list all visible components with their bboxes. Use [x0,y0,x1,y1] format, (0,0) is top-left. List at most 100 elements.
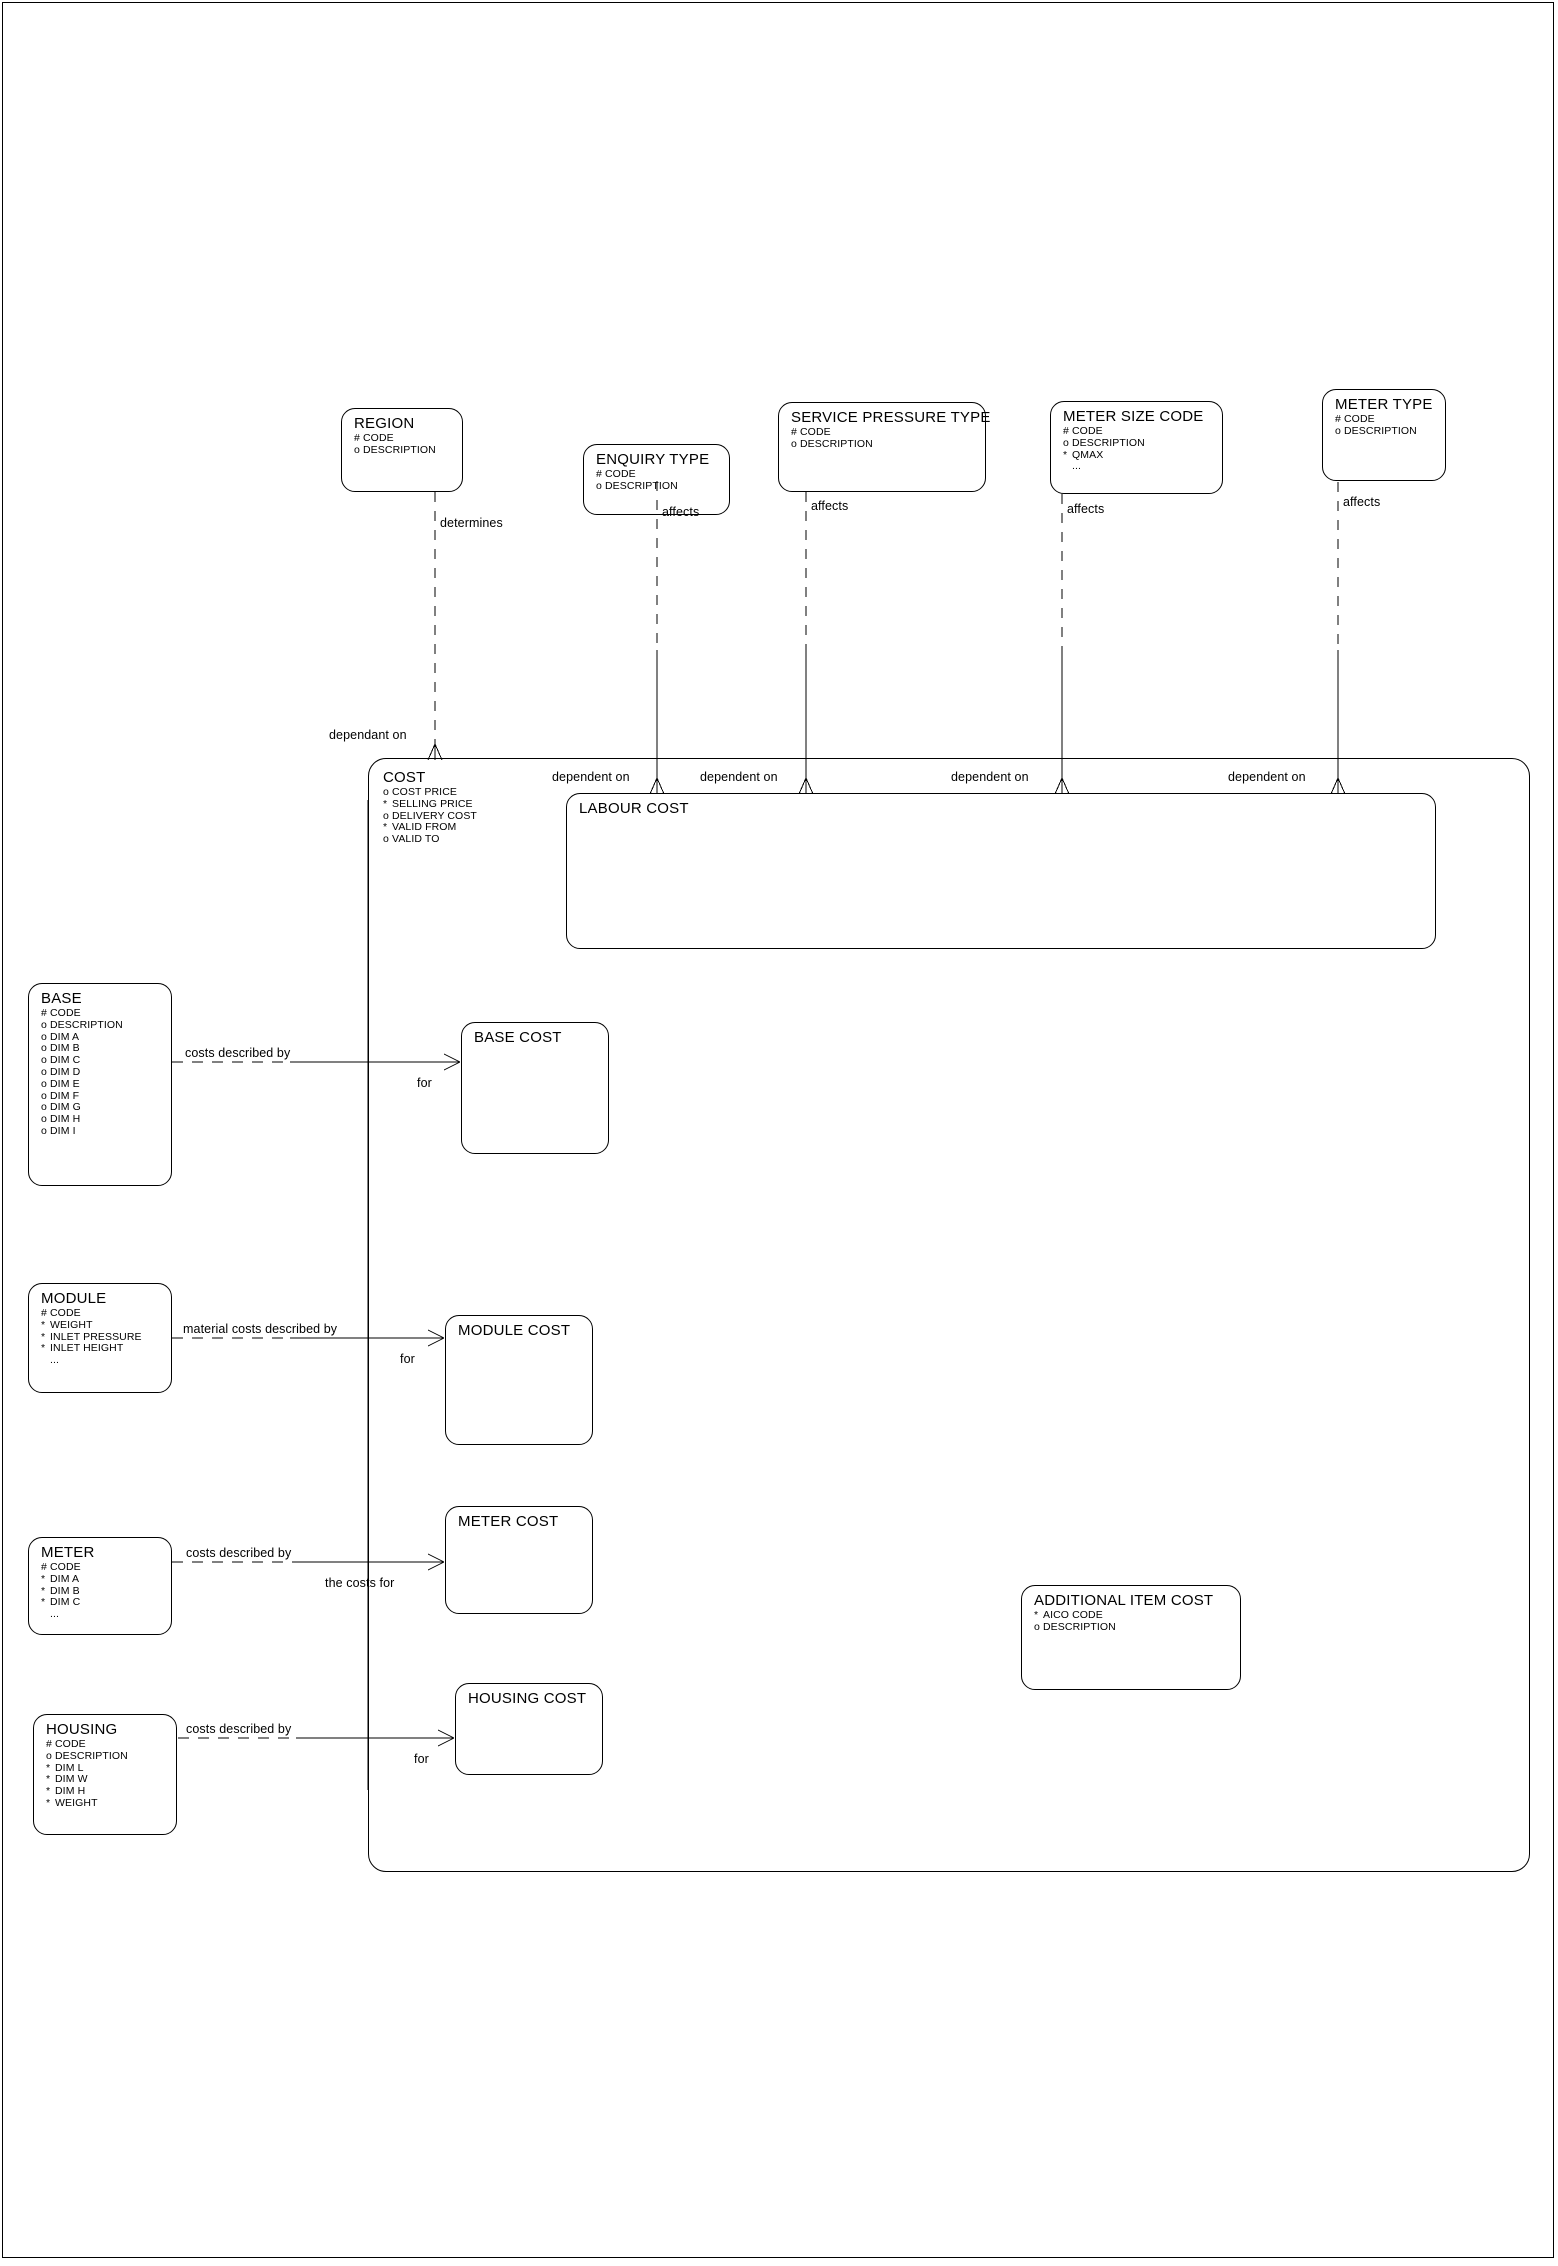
attribute-marker: * [41,1572,46,1585]
entity-module[interactable]: MODULE #CODE *WEIGHT *INLET PRESSURE *IN… [28,1283,172,1393]
crowsfoot-enquiry-labourcost [649,777,665,795]
entity-name: MODULE COST [458,1322,571,1339]
attribute-row: *DIM C [41,1596,161,1609]
attribute-text: DESCRIPTION [50,1018,123,1031]
entity-name: LABOUR COST [579,800,689,817]
attribute-row: *AICO CODE [1034,1609,1230,1622]
attribute-row: ... [41,1608,161,1621]
attribute-text: DELIVERY COST [392,809,477,822]
relationship-label-dependent-on-2: dependent on [700,770,778,784]
attribute-marker: # [41,1307,47,1319]
attribute-marker: o [41,1042,47,1055]
attribute-marker: o [1335,424,1341,437]
attribute-marker: o [41,1124,47,1137]
attribute-text: INLET HEIGHT [50,1342,124,1355]
crowsfoot-meter-type-labourcost [1330,777,1346,795]
entity-name: BASE COST [474,1029,562,1046]
attribute-marker: # [791,426,797,438]
attribute-marker: o [383,833,389,846]
attribute-marker: # [41,1561,47,1573]
attribute-marker: o [383,809,389,822]
attribute-marker: o [354,443,360,456]
entity-housing-cost[interactable]: HOUSING COST [455,1683,603,1775]
attribute-text: DIM C [50,1596,81,1609]
relationship-label-housing-costs-described-by: costs described by [186,1722,292,1736]
attribute-marker: * [41,1584,46,1597]
entity-module-cost[interactable]: MODULE COST [445,1315,593,1445]
attribute-row: #CODE [46,1738,166,1751]
attribute-marker: # [1063,425,1069,437]
relationship-label-base-for: for [417,1076,432,1090]
relationship-label-module-material-costs-described-by: material costs described by [183,1322,338,1336]
attribute-row: *INLET PRESSURE [41,1331,161,1344]
attribute-text: COST PRICE [392,786,457,798]
relationship-label-dependent-on-3: dependent on [951,770,1029,784]
attribute-marker: o [41,1054,47,1067]
attribute-text: DIM H [50,1113,81,1126]
attribute-text: ... [50,1608,60,1621]
attribute-row: *QMAX [1063,449,1212,462]
attribute-marker: o [46,1749,52,1762]
entity-meter[interactable]: METER #CODE *DIM A *DIM B *DIM C ... [28,1537,172,1635]
attribute-row: * DIM L [46,1761,166,1775]
attribute-marker: * [46,1773,51,1786]
entity-name: BASE [41,990,82,1007]
entity-meter-cost[interactable]: METER COST [445,1506,593,1614]
attribute-marker: o [791,437,797,450]
attribute-marker: o [41,1101,47,1114]
attribute-text: ... [1072,460,1082,473]
relationship-label-dependent-on-4: dependent on [1228,770,1306,784]
attribute-text: DIM L [55,1761,84,1774]
relationship-label-affects-meter-size: affects [1067,502,1105,516]
attribute-text: VALID TO [392,833,440,846]
attribute-text: DIM W [55,1773,88,1786]
relationship-label-affects-enquiry: affects [662,505,700,519]
crowsfoot-module-modulecost [427,1329,445,1347]
crowsfoot-housing-housingcost [437,1729,455,1747]
entity-labour-cost[interactable]: LABOUR COST [566,793,1436,949]
attribute-text: DIM H [55,1785,86,1798]
entity-name: METER [41,1544,95,1561]
attribute-text: DESCRIPTION [800,437,873,450]
attribute-text: SELLING PRICE [392,797,473,810]
entity-name: COST [383,769,426,786]
entity-base-cost[interactable]: BASE COST [461,1022,609,1154]
attribute-text: DESCRIPTION [1043,1620,1116,1633]
attribute-marker: * [383,797,388,810]
attribute-text: DIM F [50,1089,80,1102]
entity-name: REGION [354,415,415,432]
relationship-label-module-for: for [400,1352,415,1366]
attribute-row: * DIM H [46,1785,166,1798]
attribute-marker: o [41,1018,47,1031]
attribute-marker: * [46,1761,51,1774]
attribute-text: CODE [605,468,636,480]
attribute-marker: * [46,1785,51,1798]
relationship-label-affects-service-pressure: affects [811,499,849,513]
attribute-marker: # [354,432,360,444]
entity-name: SERVICE PRESSURE TYPE [791,409,991,426]
attribute-row: #CODE [41,1307,161,1320]
attribute-row: *VALID FROM [383,821,1515,834]
